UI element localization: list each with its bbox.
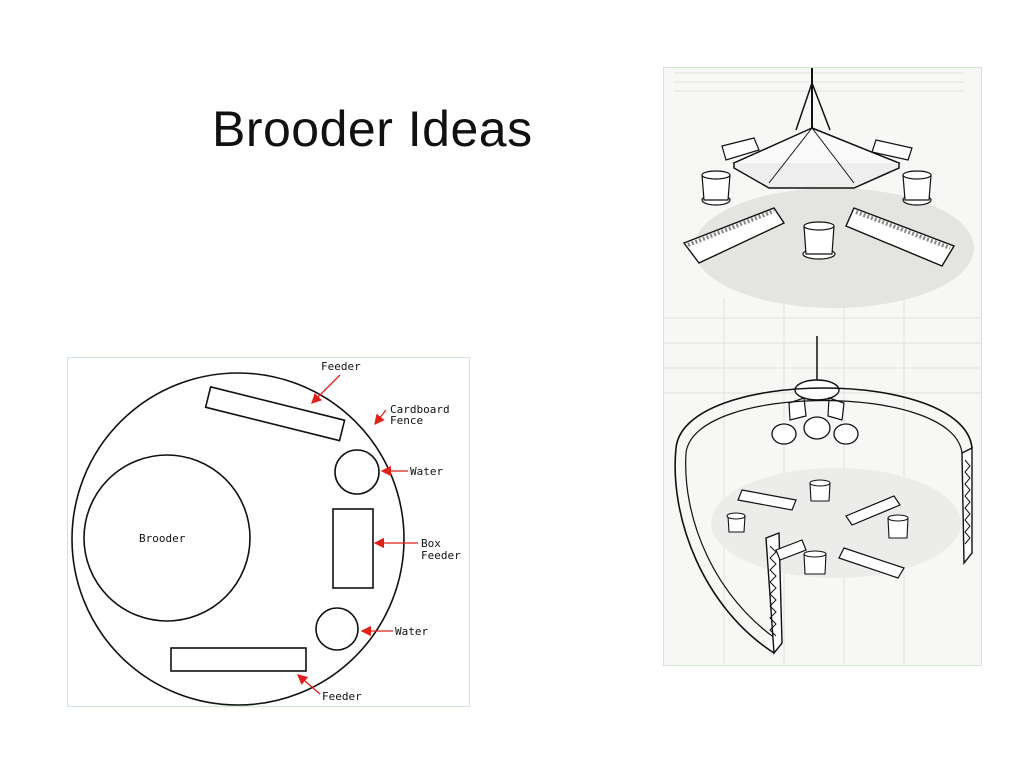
water-bottom-circle <box>315 607 359 651</box>
cardboard-fence-circle <box>71 372 405 706</box>
background-grid <box>664 72 981 665</box>
label-water-top: Water <box>410 465 443 478</box>
top-trough-right <box>845 207 956 267</box>
heat-lamp-right <box>827 397 859 445</box>
bottom-waterer-1 <box>809 479 831 502</box>
top-trough-left <box>682 207 786 264</box>
top-waterer-left <box>701 170 731 206</box>
label-water-bottom: Water <box>395 625 428 638</box>
label-fence: Fence <box>390 414 423 427</box>
bottom-trough-3 <box>838 547 905 579</box>
bottom-trough-2 <box>845 495 901 526</box>
layout-svg: Brooder Feeder Cardboard Fence Water Box… <box>71 360 461 706</box>
brooder-label: Brooder <box>139 532 186 545</box>
illustration-svg <box>664 68 981 665</box>
top-feeder-rect <box>204 385 346 442</box>
cardboard-fence-back <box>675 387 973 449</box>
bottom-trough-4 <box>775 539 807 561</box>
bottom-waterer-3 <box>803 550 827 575</box>
lamp-hub <box>794 379 840 401</box>
label-cardboard: Cardboard <box>390 403 450 416</box>
slide-title: Brooder Ideas <box>212 101 533 157</box>
heat-lamp-center <box>803 416 831 440</box>
label-feeder-top: Feeder <box>321 360 361 373</box>
brooder-layout-diagram: Brooder Feeder Cardboard Fence Water Box… <box>67 357 470 707</box>
bottom-feeder-rect <box>170 647 307 672</box>
brooder-circle <box>83 454 251 622</box>
top-waterer-right <box>902 170 932 206</box>
heat-lamp-left <box>771 397 807 445</box>
arrow-feeder-top <box>311 374 341 404</box>
arrow-fence <box>374 409 387 426</box>
water-top-circle <box>334 449 380 495</box>
label-feeder-bottom: Feeder <box>322 690 362 703</box>
arrow-feeder-bottom <box>297 674 321 695</box>
brooder-illustration <box>663 67 982 666</box>
bottom-floor <box>711 468 961 578</box>
top-waterer-center <box>802 221 836 260</box>
label-box-feeder: Feeder <box>421 549 461 562</box>
bottom-trough-1 <box>737 489 797 511</box>
label-box: Box <box>421 537 441 550</box>
bottom-waterer-2 <box>887 514 909 539</box>
bottom-waterer-4 <box>726 512 746 533</box>
cardboard-fence-front <box>674 447 775 654</box>
fence-edge-left <box>765 531 783 655</box>
box-feeder-rect <box>332 508 374 589</box>
